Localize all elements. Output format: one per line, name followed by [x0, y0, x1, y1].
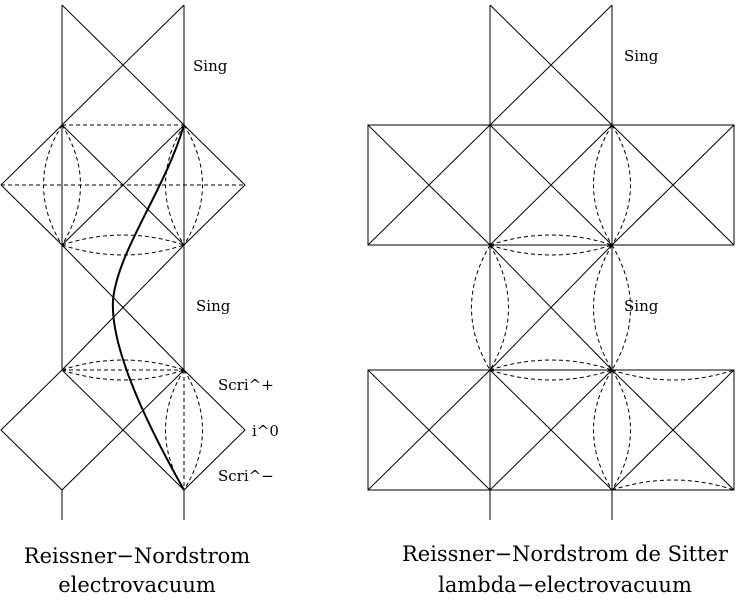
rn-lower-block [0, 369, 246, 491]
rnds-top-x [489, 4, 613, 126]
rn-outer-edges [61, 5, 185, 370]
rn-caption-line1: Reissner−Nordstrom [24, 544, 250, 568]
rn-worldline [111, 124, 185, 491]
rn-scri-plus-label: Scri^+ [218, 376, 274, 394]
rnds-lower-curves [593, 369, 735, 491]
rnds-lower-box-x [367, 369, 735, 491]
rnds-caption-line1: Reissner−Nordstrom de Sitter [402, 542, 729, 566]
rnds-verticals [489, 5, 613, 520]
rn-upper-block-curves [43, 124, 203, 246]
rn-sing-top-label: Sing [193, 57, 228, 75]
rnds-upper-curves [489, 124, 631, 256]
rn-bottom-legs [61, 490, 185, 520]
rn-i0-label: i^0 [252, 422, 279, 440]
rn-lower-dashed [165, 369, 203, 491]
rnds-diagram: Sing Sing Reissner−Nordstrom de Sitter l… [367, 4, 735, 597]
rn-scri-minus-label: Scri^− [218, 467, 274, 485]
rn-sing-mid-label: Sing [196, 297, 231, 315]
rnds-caption-line2: lambda−electrovacuum [438, 573, 692, 597]
rnds-sing-top-label: Sing [624, 47, 659, 65]
rn-caption-line2: electrovacuum [58, 573, 216, 597]
rn-upper-block-dashed [1, 124, 245, 245]
rn-diagram: Sing Sing Scri^+ i^0 Scri^− Reissner−Nor… [0, 4, 279, 597]
rnds-middle-x [489, 244, 613, 371]
rnds-sing-mid-label: Sing [624, 297, 659, 315]
rn-middle-x [61, 244, 185, 371]
rnds-upper-box-x [367, 124, 735, 246]
rnds-middle-curves [471, 244, 631, 381]
rn-top-x [61, 4, 185, 126]
